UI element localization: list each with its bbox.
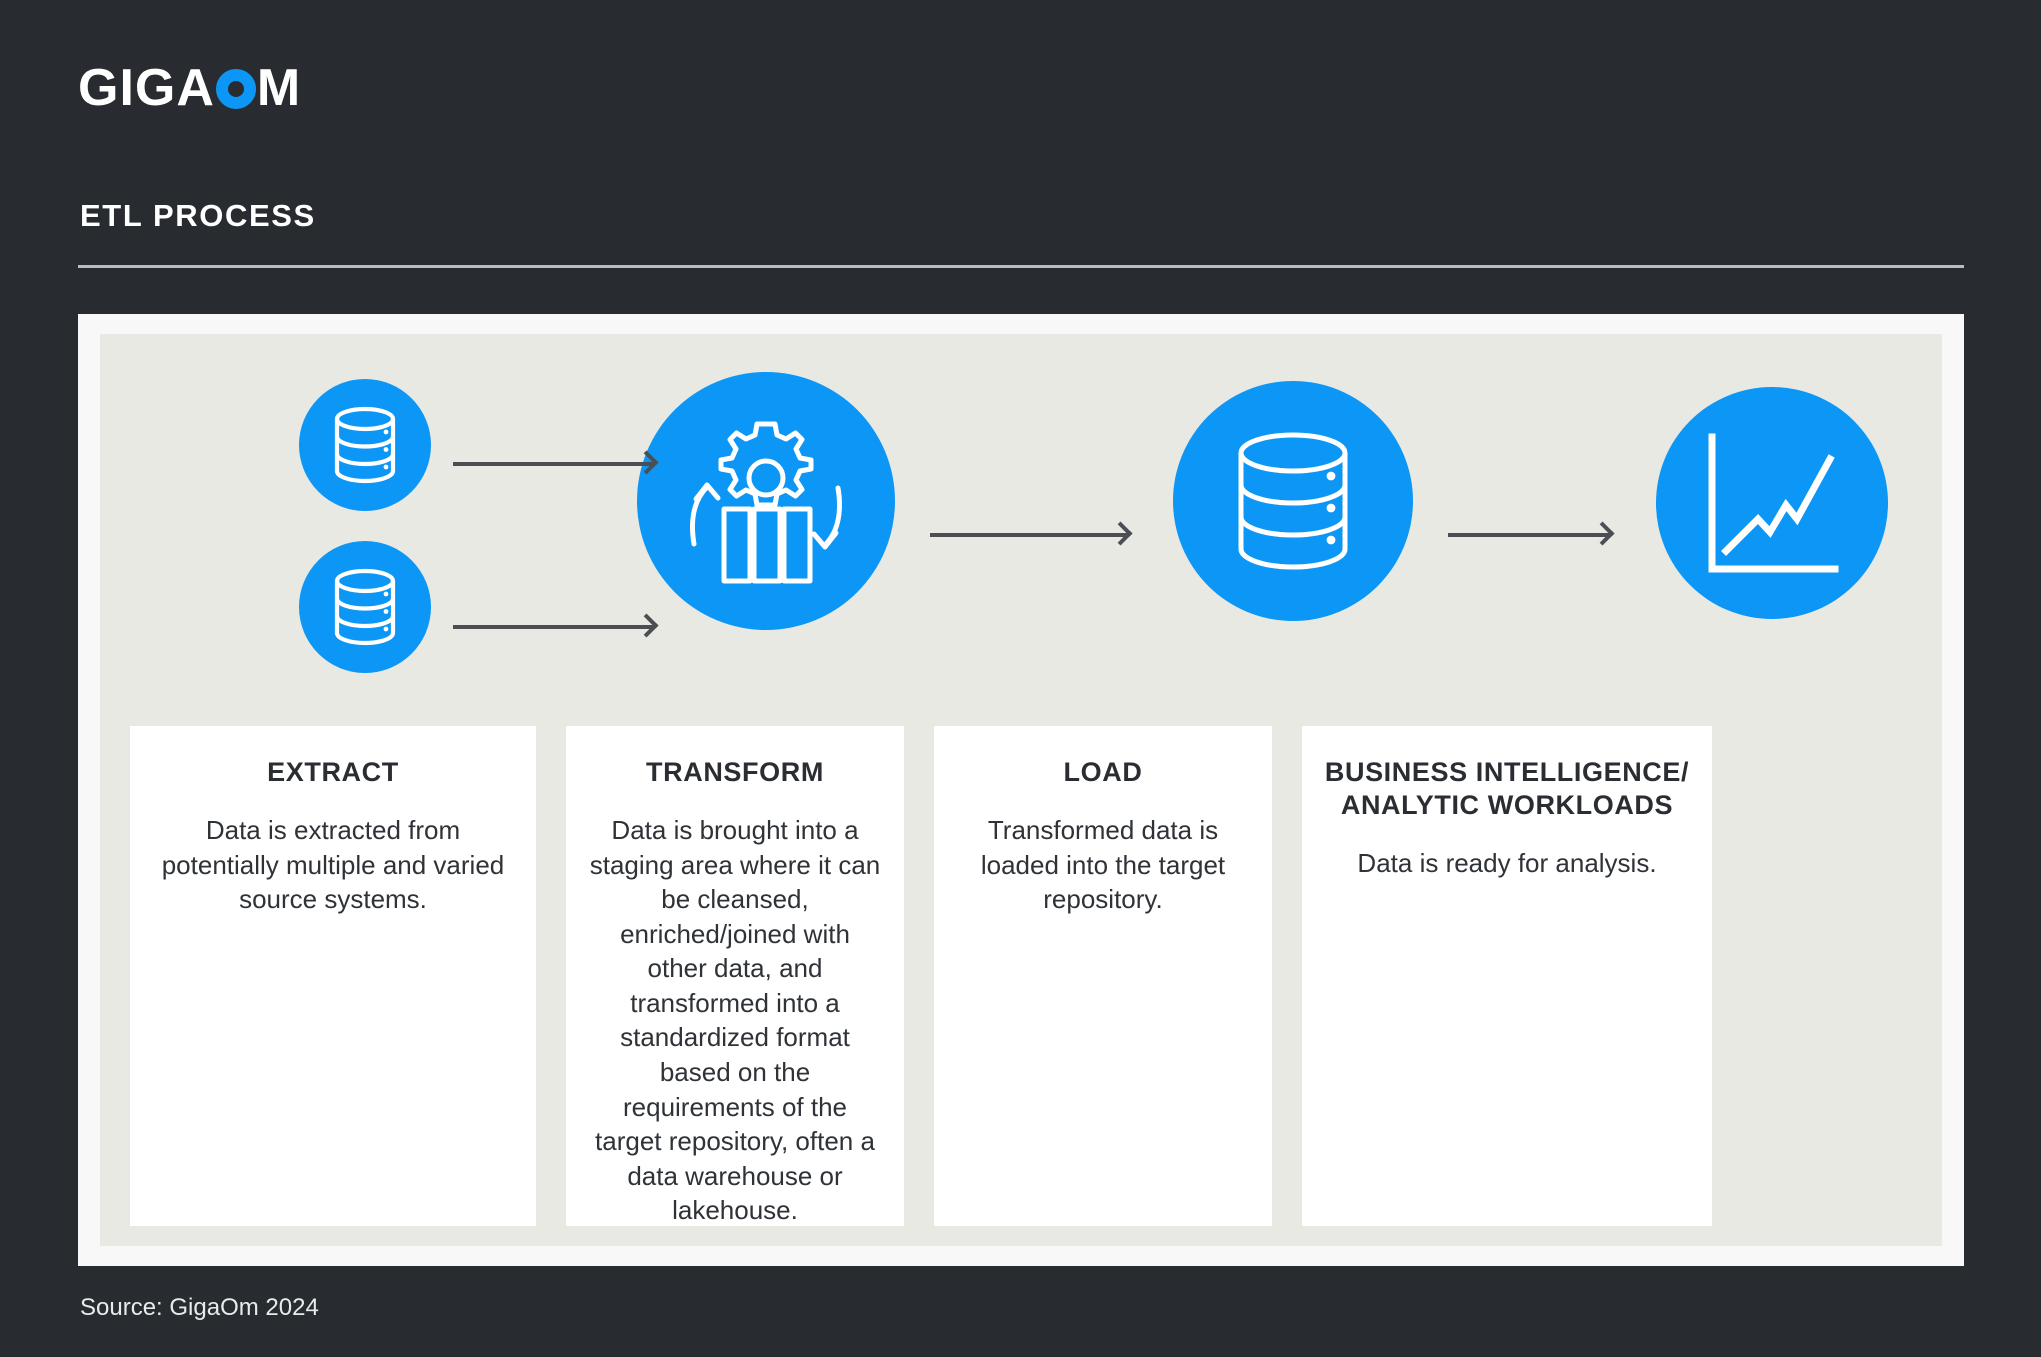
node-transform bbox=[637, 372, 895, 630]
arrow-head bbox=[1108, 521, 1133, 546]
diagram-panel-outer: EXTRACT Data is extracted from potential… bbox=[78, 314, 1964, 1266]
database-icon bbox=[1238, 432, 1348, 570]
card-title: LOAD bbox=[1063, 757, 1143, 787]
card-title: BUSINESS INTELLIGENCE/ ANALYTIC WORKLOAD… bbox=[1324, 757, 1690, 820]
database-icon bbox=[334, 406, 396, 484]
stage-cards: EXTRACT Data is extracted from potential… bbox=[100, 726, 1942, 1226]
logo-text-after: M bbox=[256, 59, 302, 117]
arrow-shaft bbox=[453, 625, 653, 629]
diagram-icon-row bbox=[100, 334, 1942, 719]
card-body: Data is ready for analysis. bbox=[1357, 847, 1657, 878]
arrow-source2-to-transform-icon bbox=[453, 613, 668, 638]
arrow-head bbox=[634, 613, 659, 638]
card-load: LOAD Transformed data is loaded into the… bbox=[934, 726, 1272, 1226]
logo-text-before: GIGA bbox=[78, 59, 215, 117]
node-source-1 bbox=[299, 379, 431, 511]
card-extract: EXTRACT Data is extracted from potential… bbox=[130, 726, 536, 1226]
card-body: Data is brought into a staging area wher… bbox=[589, 814, 881, 1226]
source-credit: Source: GigaOm 2024 bbox=[80, 1294, 319, 1321]
card-body: Data is extracted from potentially multi… bbox=[161, 814, 505, 915]
arrow-shaft bbox=[1448, 533, 1609, 537]
gear-bars-transform-icon bbox=[690, 421, 842, 584]
line-chart-icon bbox=[1708, 433, 1839, 573]
arrow-shaft bbox=[930, 533, 1127, 537]
database-icon bbox=[334, 568, 396, 646]
card-title: EXTRACT bbox=[267, 757, 399, 787]
arrow-shaft bbox=[453, 462, 653, 466]
header-divider bbox=[78, 265, 1964, 268]
diagram-panel-inner: EXTRACT Data is extracted from potential… bbox=[100, 334, 1942, 1246]
node-bi bbox=[1656, 387, 1888, 619]
gigaom-logo: GIGA M bbox=[78, 62, 301, 114]
logo-o-mark-icon bbox=[215, 69, 256, 109]
card-transform: TRANSFORM Data is brought into a staging… bbox=[566, 726, 904, 1226]
page-title: ETL PROCESS bbox=[80, 198, 316, 233]
arrow-head bbox=[634, 450, 659, 475]
arrow-head bbox=[1590, 521, 1615, 546]
arrow-source1-to-transform-icon bbox=[453, 450, 668, 475]
node-source-2 bbox=[299, 541, 431, 673]
card-title: TRANSFORM bbox=[646, 757, 824, 787]
card-business-intelligence: BUSINESS INTELLIGENCE/ ANALYTIC WORKLOAD… bbox=[1302, 726, 1712, 1226]
arrow-transform-to-load-icon bbox=[930, 521, 1142, 546]
arrow-load-to-bi-icon bbox=[1448, 521, 1624, 546]
node-load bbox=[1173, 381, 1413, 621]
card-body: Transformed data is loaded into the targ… bbox=[980, 814, 1226, 915]
